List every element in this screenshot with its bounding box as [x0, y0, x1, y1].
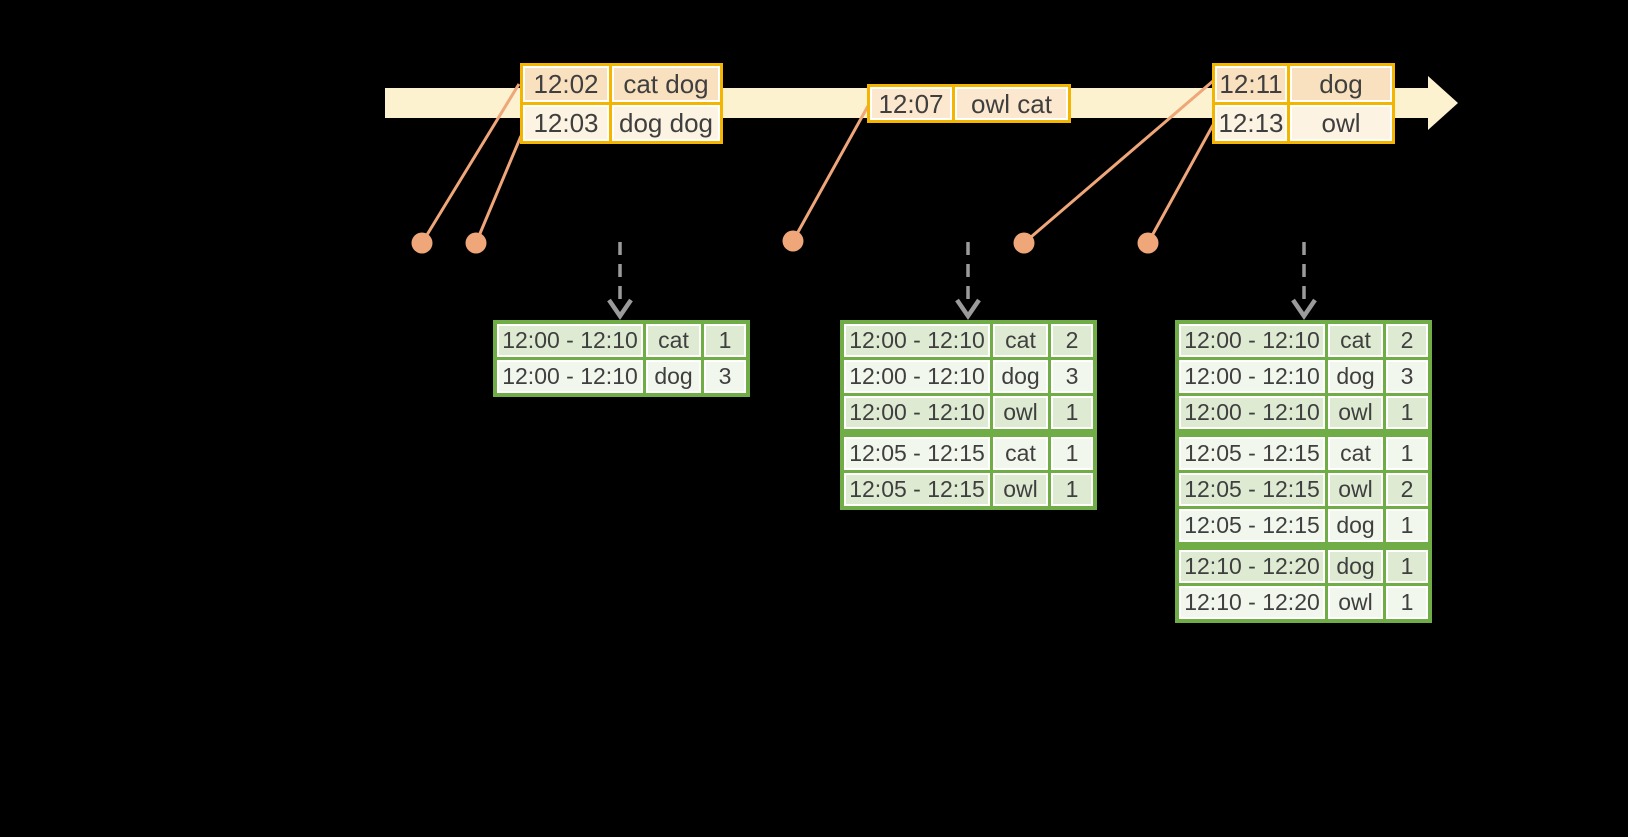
- event-dot: [465, 232, 487, 254]
- window-cell: 12:10 - 12:20: [1179, 550, 1325, 583]
- event-dots: [411, 230, 1159, 254]
- count-cell: 1: [1386, 396, 1428, 429]
- result-table-2: 12:00 - 12:10 cat 2 12:00 - 12:10 dog 3 …: [840, 320, 1097, 510]
- word-cell: owl: [1328, 473, 1383, 506]
- window-cell: 12:05 - 12:15: [1179, 437, 1325, 470]
- count-cell: 1: [1051, 473, 1093, 506]
- count-cell: 1: [1386, 550, 1428, 583]
- count-cell: 1: [1051, 396, 1093, 429]
- window-cell: 12:10 - 12:20: [1179, 586, 1325, 619]
- trigger-arrow-down-icon: [1291, 242, 1317, 320]
- event-box-3: 12:11 dog 12:13 owl: [1212, 63, 1395, 144]
- count-cell: 2: [1386, 473, 1428, 506]
- result-table-3: 12:00 - 12:10 cat 2 12:00 - 12:10 dog 3 …: [1175, 320, 1432, 623]
- count-cell: 1: [1386, 437, 1428, 470]
- event-words: owl cat: [955, 87, 1068, 120]
- event-dot: [1137, 232, 1159, 254]
- word-cell: cat: [993, 324, 1048, 357]
- count-cell: 1: [1386, 586, 1428, 619]
- event-words: owl: [1290, 105, 1392, 141]
- window-group-separator: [844, 432, 1093, 434]
- trigger-arrow-down-icon: [955, 242, 981, 320]
- count-cell: 2: [1386, 324, 1428, 357]
- window-group-separator: [1179, 432, 1428, 434]
- event-box-1: 12:02 cat dog 12:03 dog dog: [520, 63, 723, 144]
- event-words: dog: [1290, 66, 1392, 102]
- word-cell: cat: [1328, 437, 1383, 470]
- count-cell: 3: [704, 360, 746, 393]
- result-table-1: 12:00 - 12:10 cat 1 12:00 - 12:10 dog 3: [493, 320, 750, 397]
- window-cell: 12:00 - 12:10: [497, 324, 643, 357]
- window-group-separator: [1179, 545, 1428, 547]
- word-cell: cat: [646, 324, 701, 357]
- timeline-arrowhead-icon: [1428, 76, 1458, 130]
- word-cell: dog: [1328, 360, 1383, 393]
- word-cell: cat: [993, 437, 1048, 470]
- trigger-arrows: [607, 242, 1317, 320]
- event-box-2: 12:07 owl cat: [867, 84, 1071, 123]
- count-cell: 1: [704, 324, 746, 357]
- event-time: 12:03: [523, 105, 609, 141]
- window-cell: 12:00 - 12:10: [844, 396, 990, 429]
- event-dot: [782, 230, 804, 252]
- window-cell: 12:05 - 12:15: [844, 473, 990, 506]
- word-cell: owl: [993, 396, 1048, 429]
- word-cell: owl: [1328, 396, 1383, 429]
- word-cell: dog: [993, 360, 1048, 393]
- event-connector-lines: [420, 79, 1215, 245]
- window-cell: 12:00 - 12:10: [844, 324, 990, 357]
- event-time: 12:11: [1215, 66, 1287, 102]
- event-connector-line: [420, 83, 521, 244]
- event-dot: [1013, 232, 1035, 254]
- word-cell: dog: [1328, 550, 1383, 583]
- window-cell: 12:05 - 12:15: [1179, 473, 1325, 506]
- word-cell: dog: [646, 360, 701, 393]
- window-cell: 12:00 - 12:10: [1179, 360, 1325, 393]
- event-time: 12:13: [1215, 105, 1287, 141]
- event-connector-line: [1023, 79, 1214, 245]
- window-cell: 12:00 - 12:10: [844, 360, 990, 393]
- count-cell: 2: [1051, 324, 1093, 357]
- count-cell: 3: [1051, 360, 1093, 393]
- event-words: cat dog: [612, 66, 720, 102]
- event-dot: [411, 232, 433, 254]
- word-cell: owl: [1328, 586, 1383, 619]
- window-cell: 12:00 - 12:10: [1179, 324, 1325, 357]
- word-cell: dog: [1328, 509, 1383, 542]
- word-cell: owl: [993, 473, 1048, 506]
- event-connector-line: [1146, 124, 1215, 244]
- event-time: 12:07: [870, 87, 952, 120]
- window-cell: 12:00 - 12:10: [497, 360, 643, 393]
- window-cell: 12:05 - 12:15: [1179, 509, 1325, 542]
- count-cell: 3: [1386, 360, 1428, 393]
- window-cell: 12:05 - 12:15: [844, 437, 990, 470]
- event-connector-line: [791, 105, 870, 242]
- event-words: dog dog: [612, 105, 720, 141]
- count-cell: 1: [1386, 509, 1428, 542]
- word-cell: cat: [1328, 324, 1383, 357]
- event-connector-line: [474, 135, 523, 244]
- count-cell: 1: [1051, 437, 1093, 470]
- trigger-arrow-down-icon: [607, 242, 633, 320]
- window-cell: 12:00 - 12:10: [1179, 396, 1325, 429]
- event-time: 12:02: [523, 66, 609, 102]
